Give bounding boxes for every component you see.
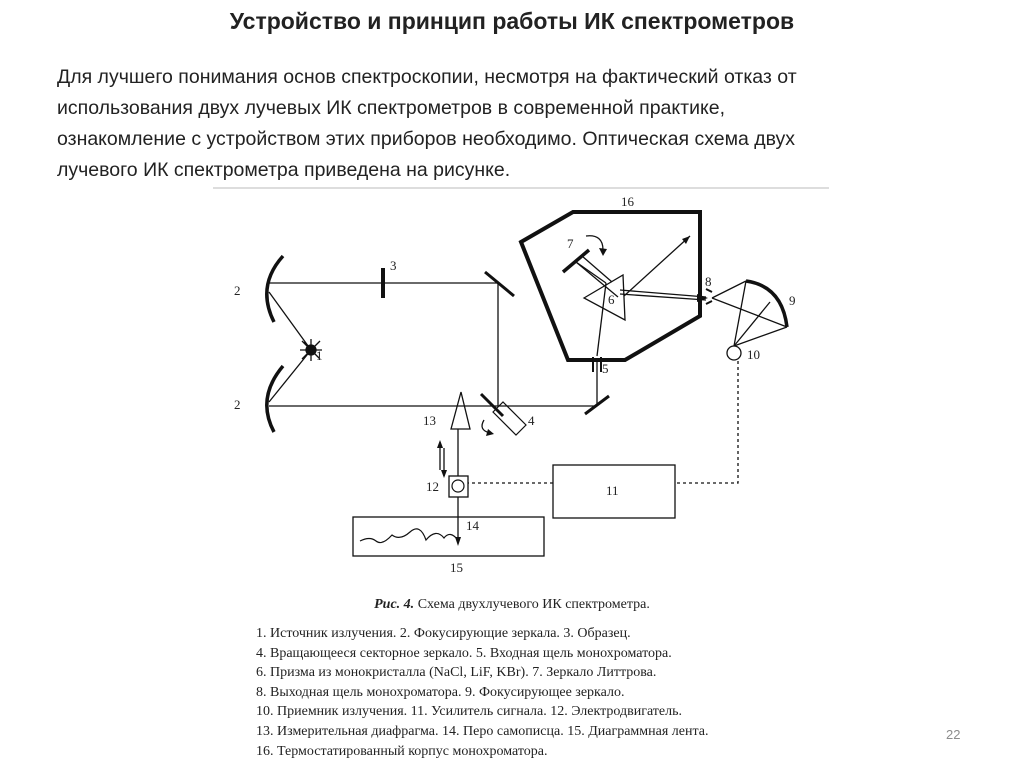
- label-9: 9: [789, 293, 796, 308]
- label-15: 15: [450, 560, 463, 575]
- page-number: 22: [946, 727, 961, 742]
- monochromator-housing: [518, 210, 702, 362]
- figure-caption: Рис. 4. Схема двухлучевого ИК спектромет…: [0, 597, 1024, 613]
- legend-line: 10. Приемник излучения. 11. Усилитель си…: [256, 704, 683, 720]
- label-16: 16: [621, 194, 635, 209]
- ray-source-to-mirror-bottom: [268, 349, 312, 403]
- label-1: 1: [316, 348, 323, 363]
- label-2-top: 2: [234, 283, 241, 298]
- littrow-mirror: [561, 248, 591, 274]
- caption-prefix: Рис. 4.: [374, 597, 415, 612]
- figure-legend: 1. Источник излучения. 2. Фокусирующие з…: [256, 624, 708, 761]
- intro-line: Для лучшего понимания основ спектроскопи…: [57, 66, 797, 88]
- intro-line: лучевого ИК спектрометра приведена на ри…: [57, 159, 511, 181]
- exit-slit: [705, 288, 713, 293]
- label-11: 11: [606, 483, 619, 498]
- legend-line: 1. Источник излучения. 2. Фокусирующие з…: [256, 626, 631, 641]
- signal-line-to-amplifier: [675, 361, 739, 484]
- caption-text: Схема двухлучевого ИК спектрометра.: [414, 597, 650, 612]
- plane-mirror-upper: [484, 270, 515, 298]
- intro-paragraph: Для лучшего понимания основ спектроскопи…: [57, 62, 967, 186]
- detector: [726, 345, 742, 361]
- focusing-mirror-9: [745, 279, 789, 328]
- legend-line: 8. Выходная щель монохроматора. 9. Фокус…: [256, 684, 625, 700]
- amplifier-box: [552, 464, 676, 519]
- label-4: 4: [528, 413, 535, 428]
- focusing-mirror-bottom: [265, 364, 285, 433]
- focusing-mirror-top: [265, 254, 285, 323]
- label-8: 8: [705, 274, 712, 289]
- ray-source-to-mirror-top: [268, 291, 312, 351]
- legend-line: 13. Измерительная диафрагма. 14. Перо са…: [256, 723, 709, 739]
- legend-line: 6. Призма из монокристалла (NaCl, LiF, K…: [256, 665, 657, 681]
- label-3: 3: [390, 258, 397, 273]
- label-12: 12: [426, 479, 439, 494]
- legend-line: 16. Термостатированный корпус монохромат…: [256, 743, 548, 759]
- measuring-diaphragm: [450, 391, 471, 430]
- label-14: 14: [466, 518, 480, 533]
- legend-line: 4. Вращающееся секторное зеркало. 5. Вхо…: [256, 645, 672, 661]
- label-6: 6: [608, 292, 615, 307]
- intro-line: ознакомление с устройством этих приборов…: [57, 128, 796, 150]
- sector-mirror-motor: [492, 401, 527, 436]
- label-13: 13: [423, 413, 436, 428]
- intro-line: использования двух лучевых ИК спектромет…: [57, 97, 725, 119]
- label-5: 5: [602, 361, 609, 376]
- label-10: 10: [747, 347, 760, 362]
- label-2-bottom: 2: [234, 397, 241, 412]
- sector-mirror: [479, 392, 505, 418]
- slide-title: Устройство и принцип работы ИК спектроме…: [229, 8, 795, 34]
- label-7: 7: [567, 236, 574, 251]
- chart-tape: [352, 516, 545, 557]
- prism: [582, 273, 626, 322]
